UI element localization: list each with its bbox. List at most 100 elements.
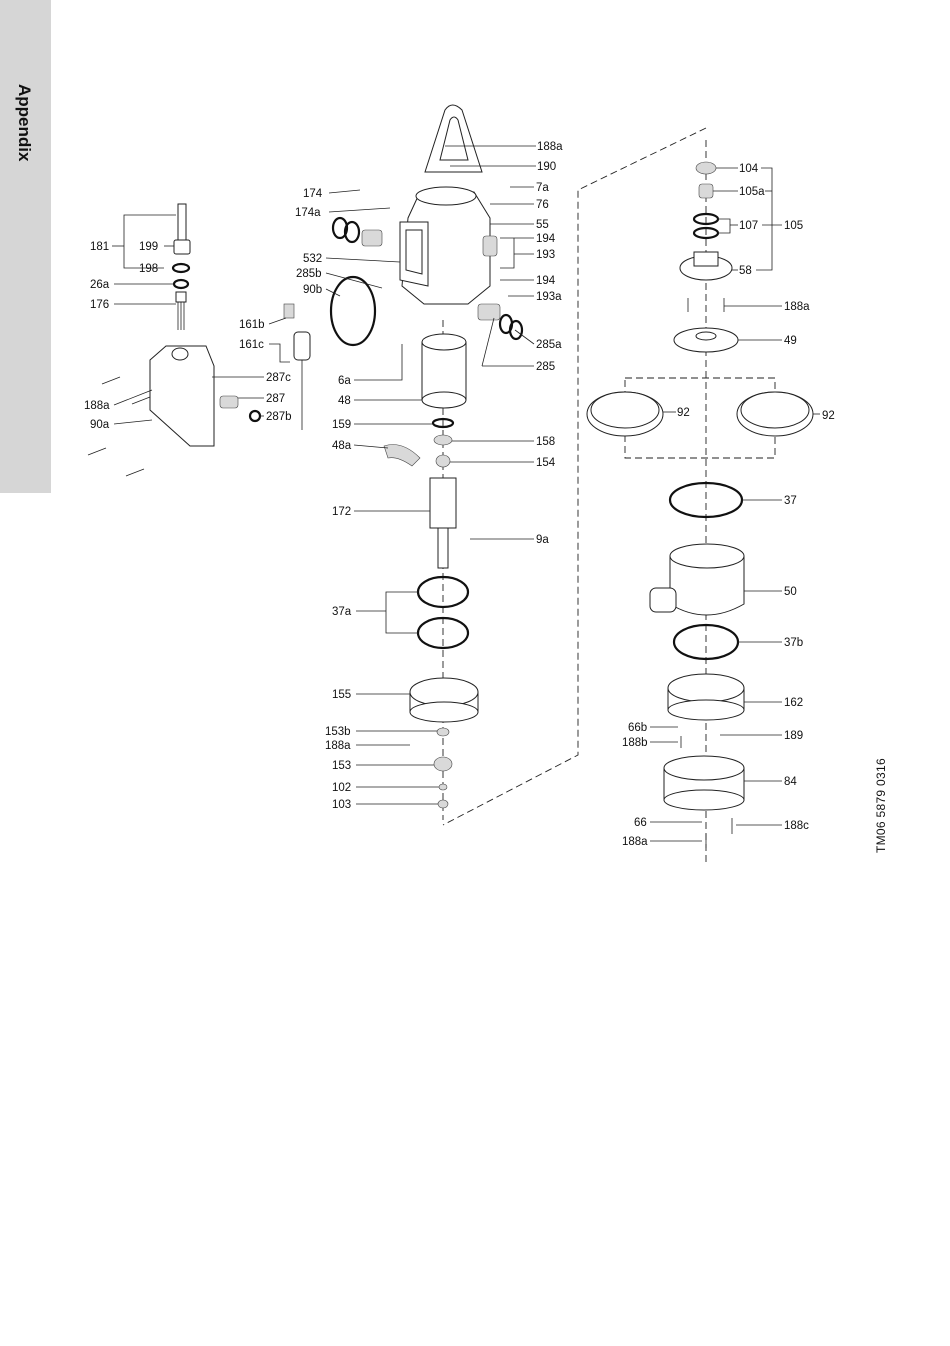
label-285b: 285b <box>296 268 322 280</box>
label-102: 102 <box>332 782 351 794</box>
label-37: 37 <box>784 495 797 507</box>
label-181: 181 <box>90 241 109 253</box>
cable-gland-285 <box>478 304 500 320</box>
clamp-92-right <box>737 392 813 436</box>
bearing-154 <box>436 455 450 467</box>
label-55: 55 <box>536 219 549 231</box>
label-532: 532 <box>303 253 322 265</box>
label-154: 154 <box>536 457 556 469</box>
label-176: 176 <box>90 299 109 311</box>
label-90b: 90b <box>303 284 322 296</box>
label-199: 199 <box>139 241 158 253</box>
stator-48 <box>422 334 466 408</box>
label-172: 172 <box>332 506 351 518</box>
plug-193 <box>483 236 497 256</box>
label-153: 153 <box>332 760 351 772</box>
label-76: 76 <box>536 199 549 211</box>
label-48: 48 <box>338 395 351 407</box>
rotor-shaft-172 <box>430 478 456 568</box>
label-37a: 37a <box>332 606 352 618</box>
label-66b: 66b <box>628 722 647 734</box>
label-155: 155 <box>332 689 351 701</box>
bearing-158 <box>434 435 452 445</box>
label-58: 58 <box>739 265 752 277</box>
oring-198 <box>173 264 189 272</box>
cable-gland-287 <box>220 396 238 408</box>
label-194-a: 194 <box>536 233 556 245</box>
nut-104 <box>696 162 716 174</box>
label-174: 174 <box>303 188 323 200</box>
label-188a-top: 188a <box>537 141 563 153</box>
label-66: 66 <box>634 817 647 829</box>
label-104: 104 <box>739 163 759 175</box>
label-92-left: 92 <box>677 407 690 419</box>
label-287c: 287c <box>266 372 291 384</box>
label-158: 158 <box>536 436 555 448</box>
label-92-right: 92 <box>822 410 835 422</box>
label-162: 162 <box>784 697 803 709</box>
strainer-84 <box>664 756 744 810</box>
cable-gland <box>362 230 382 246</box>
label-285: 285 <box>536 361 555 373</box>
label-49: 49 <box>784 335 797 347</box>
label-9a: 9a <box>536 534 549 546</box>
label-190: 190 <box>537 161 556 173</box>
label-193a: 193a <box>536 291 562 303</box>
label-90a: 90a <box>90 419 110 431</box>
nut-103 <box>438 800 448 808</box>
label-161c: 161c <box>239 339 264 351</box>
label-193: 193 <box>536 249 555 261</box>
washer-102 <box>439 784 447 790</box>
drawing-number: TM06 5879 0316 <box>874 758 888 853</box>
terminal-176 <box>176 292 186 330</box>
cable-plug-181 <box>174 204 190 254</box>
label-189: 189 <box>784 730 803 742</box>
pump-housing-50 <box>650 544 744 615</box>
label-84: 84 <box>784 776 797 788</box>
label-285a: 285a <box>536 339 562 351</box>
label-6a: 6a <box>338 375 351 387</box>
label-194-b: 194 <box>536 275 556 287</box>
label-287: 287 <box>266 393 285 405</box>
seal-housing-58 <box>680 252 732 280</box>
label-105a: 105a <box>739 186 765 198</box>
label-48a: 48a <box>332 440 352 452</box>
label-153b: 153b <box>325 726 351 738</box>
label-174a: 174a <box>295 207 321 219</box>
terminal-box-cover-90a <box>150 346 214 446</box>
label-188b: 188b <box>622 737 648 749</box>
label-37b: 37b <box>784 637 803 649</box>
impeller-49 <box>674 328 738 352</box>
lifting-handle <box>425 105 482 172</box>
oring-37 <box>670 483 742 517</box>
oring-pair-285a <box>500 315 522 339</box>
label-188a-right: 188a <box>784 301 810 313</box>
top-gaskets <box>333 218 359 242</box>
label-188c: 188c <box>784 820 809 832</box>
shaft-seal-105a <box>699 184 713 198</box>
motor-top-housing <box>400 187 490 304</box>
seal-153b <box>437 728 449 736</box>
label-107: 107 <box>739 220 758 232</box>
label-159: 159 <box>332 419 351 431</box>
oring-90b <box>331 277 375 345</box>
label-26a: 26a <box>90 279 110 291</box>
label-105: 105 <box>784 220 803 232</box>
label-287b: 287b <box>266 411 292 423</box>
label-188a-left: 188a <box>84 400 110 412</box>
label-7a: 7a <box>536 182 549 194</box>
label-198: 198 <box>139 263 158 275</box>
label-50: 50 <box>784 586 797 598</box>
label-161b: 161b <box>239 319 265 331</box>
oring-287b <box>250 411 260 421</box>
suction-cover-162 <box>668 674 744 720</box>
label-188a-bottom: 188a <box>622 836 648 848</box>
bearing-153 <box>434 757 452 771</box>
wedge-48a <box>384 445 420 467</box>
bearing-bracket-155 <box>410 678 478 722</box>
oring-26a <box>174 280 188 288</box>
label-188a-mid: 188a <box>325 740 351 752</box>
clamp-92-left <box>587 392 663 436</box>
label-103: 103 <box>332 799 351 811</box>
